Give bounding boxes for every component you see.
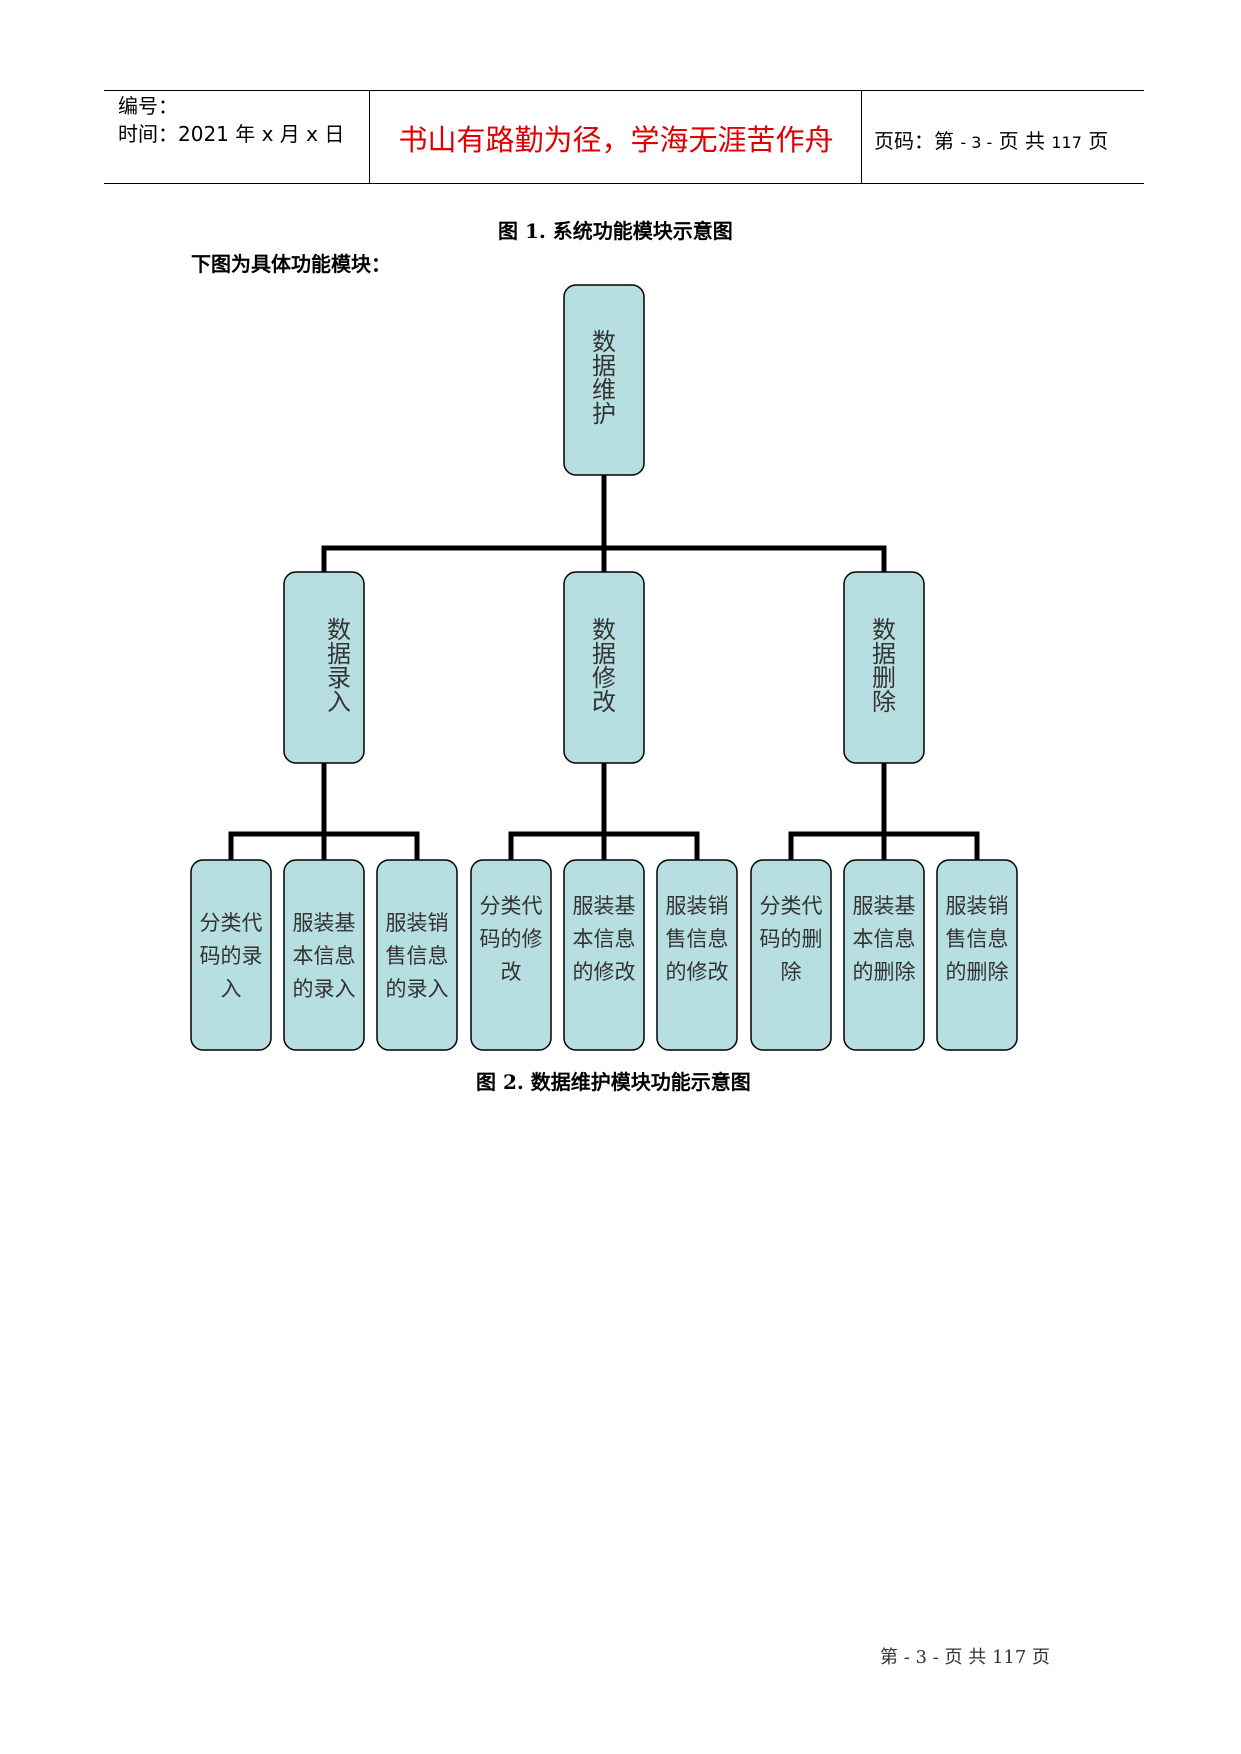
header-page-info: 页码：第 - 3 - 页 共 117 页 xyxy=(874,125,1108,154)
branch-label: 数据录入 xyxy=(327,616,351,716)
page-suffix: 页 xyxy=(1088,129,1109,153)
leaf-box xyxy=(470,859,552,1051)
document-number-label: 编号： xyxy=(118,94,178,118)
leaf-box xyxy=(936,859,1018,1051)
page-number: - 3 - xyxy=(960,133,993,152)
leaf-box xyxy=(656,859,738,1051)
header-divider-right xyxy=(861,90,862,183)
page-mid: 页 共 xyxy=(998,129,1045,153)
branch-box xyxy=(283,571,365,764)
leaf-box xyxy=(283,859,365,1051)
header-divider-left xyxy=(369,90,370,183)
leaf-label: 服装销售信息的修改 xyxy=(666,894,729,984)
leaf-box xyxy=(750,859,832,1051)
header-motto: 书山有路勤为径，学海无涯苦作舟 xyxy=(398,123,834,157)
branch-label: 数据删除 xyxy=(872,616,896,716)
header-top-rule xyxy=(104,90,1144,91)
header-bottom-rule xyxy=(104,183,1144,184)
page-footer: 第 - 3 - 页 共 117 页 xyxy=(880,1647,1051,1668)
leaf-label: 服装基本信息的删除 xyxy=(853,894,916,984)
intro-text: 下图为具体功能模块： xyxy=(191,252,391,276)
figure-2-caption: 图 2. 数据维护模块功能示意图 xyxy=(476,1070,751,1094)
figure-1-caption: 图 1. 系统功能模块示意图 xyxy=(498,219,733,243)
leaf-box xyxy=(843,859,925,1051)
leaf-label: 分类代码的修改 xyxy=(480,894,543,984)
leaf-box xyxy=(376,859,458,1051)
leaf-label: 服装基本信息的录入 xyxy=(293,911,356,1001)
branch-box xyxy=(843,571,925,764)
root-label: 数据维护 xyxy=(592,328,616,428)
document-time-label: 时间：2021 年 x 月 x 日 xyxy=(118,122,345,146)
leaf-label: 服装销售信息的删除 xyxy=(946,894,1009,984)
page-prefix: 页码：第 xyxy=(874,129,954,153)
page-total: 117 xyxy=(1051,133,1082,152)
leaf-box xyxy=(563,859,645,1051)
leaf-label: 服装基本信息的修改 xyxy=(573,894,636,984)
root-box xyxy=(563,284,645,476)
leaf-label: 分类代码的删除 xyxy=(760,894,823,984)
header-info: 编号： 时间：2021 年 x 月 x 日 xyxy=(118,92,344,148)
branch-box xyxy=(563,571,645,764)
leaf-label: 分类代码的录入 xyxy=(200,911,263,1001)
branch-label: 数据修改 xyxy=(592,616,616,716)
leaf-label: 服装销售信息的录入 xyxy=(386,911,449,1001)
leaf-box xyxy=(190,859,272,1051)
